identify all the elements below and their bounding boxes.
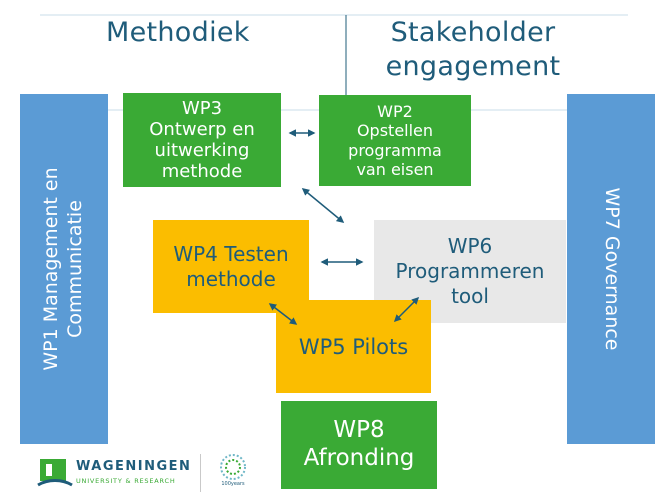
- wp2-box: WP2 Opstellen programma van eisen: [319, 95, 471, 186]
- header-stakeholder-engagement: Stakeholder engagement: [385, 17, 561, 82]
- footer-divider: [200, 454, 201, 492]
- wp7-column: [567, 94, 655, 444]
- wageningen-logo-name: WAGENINGEN: [76, 459, 192, 474]
- wp1-column: [20, 94, 108, 444]
- wp4-box: WP4 Testen methode: [153, 220, 309, 313]
- anniversary-logo-icon: [220, 454, 246, 480]
- arrow-wp6-wp5: [393, 296, 420, 323]
- wageningen-logo-icon: [37, 459, 73, 487]
- arrow-wp4-wp5: [268, 303, 298, 325]
- header-methodiek: Methodiek: [106, 17, 250, 48]
- wp8-box: WP8 Afronding: [281, 401, 437, 489]
- anniversary-logo: 100years: [216, 452, 250, 494]
- wageningen-logo-subtitle: UNIVERSITY & RESEARCH: [76, 477, 176, 485]
- arrow-wp3-wp6: [301, 188, 345, 223]
- anniversary-logo-text: 100years: [221, 481, 245, 487]
- wageningen-logo: WAGENINGEN UNIVERSITY & RESEARCH: [36, 455, 196, 491]
- wp3-box: WP3 Ontwerp en uitwerking methode: [123, 93, 281, 187]
